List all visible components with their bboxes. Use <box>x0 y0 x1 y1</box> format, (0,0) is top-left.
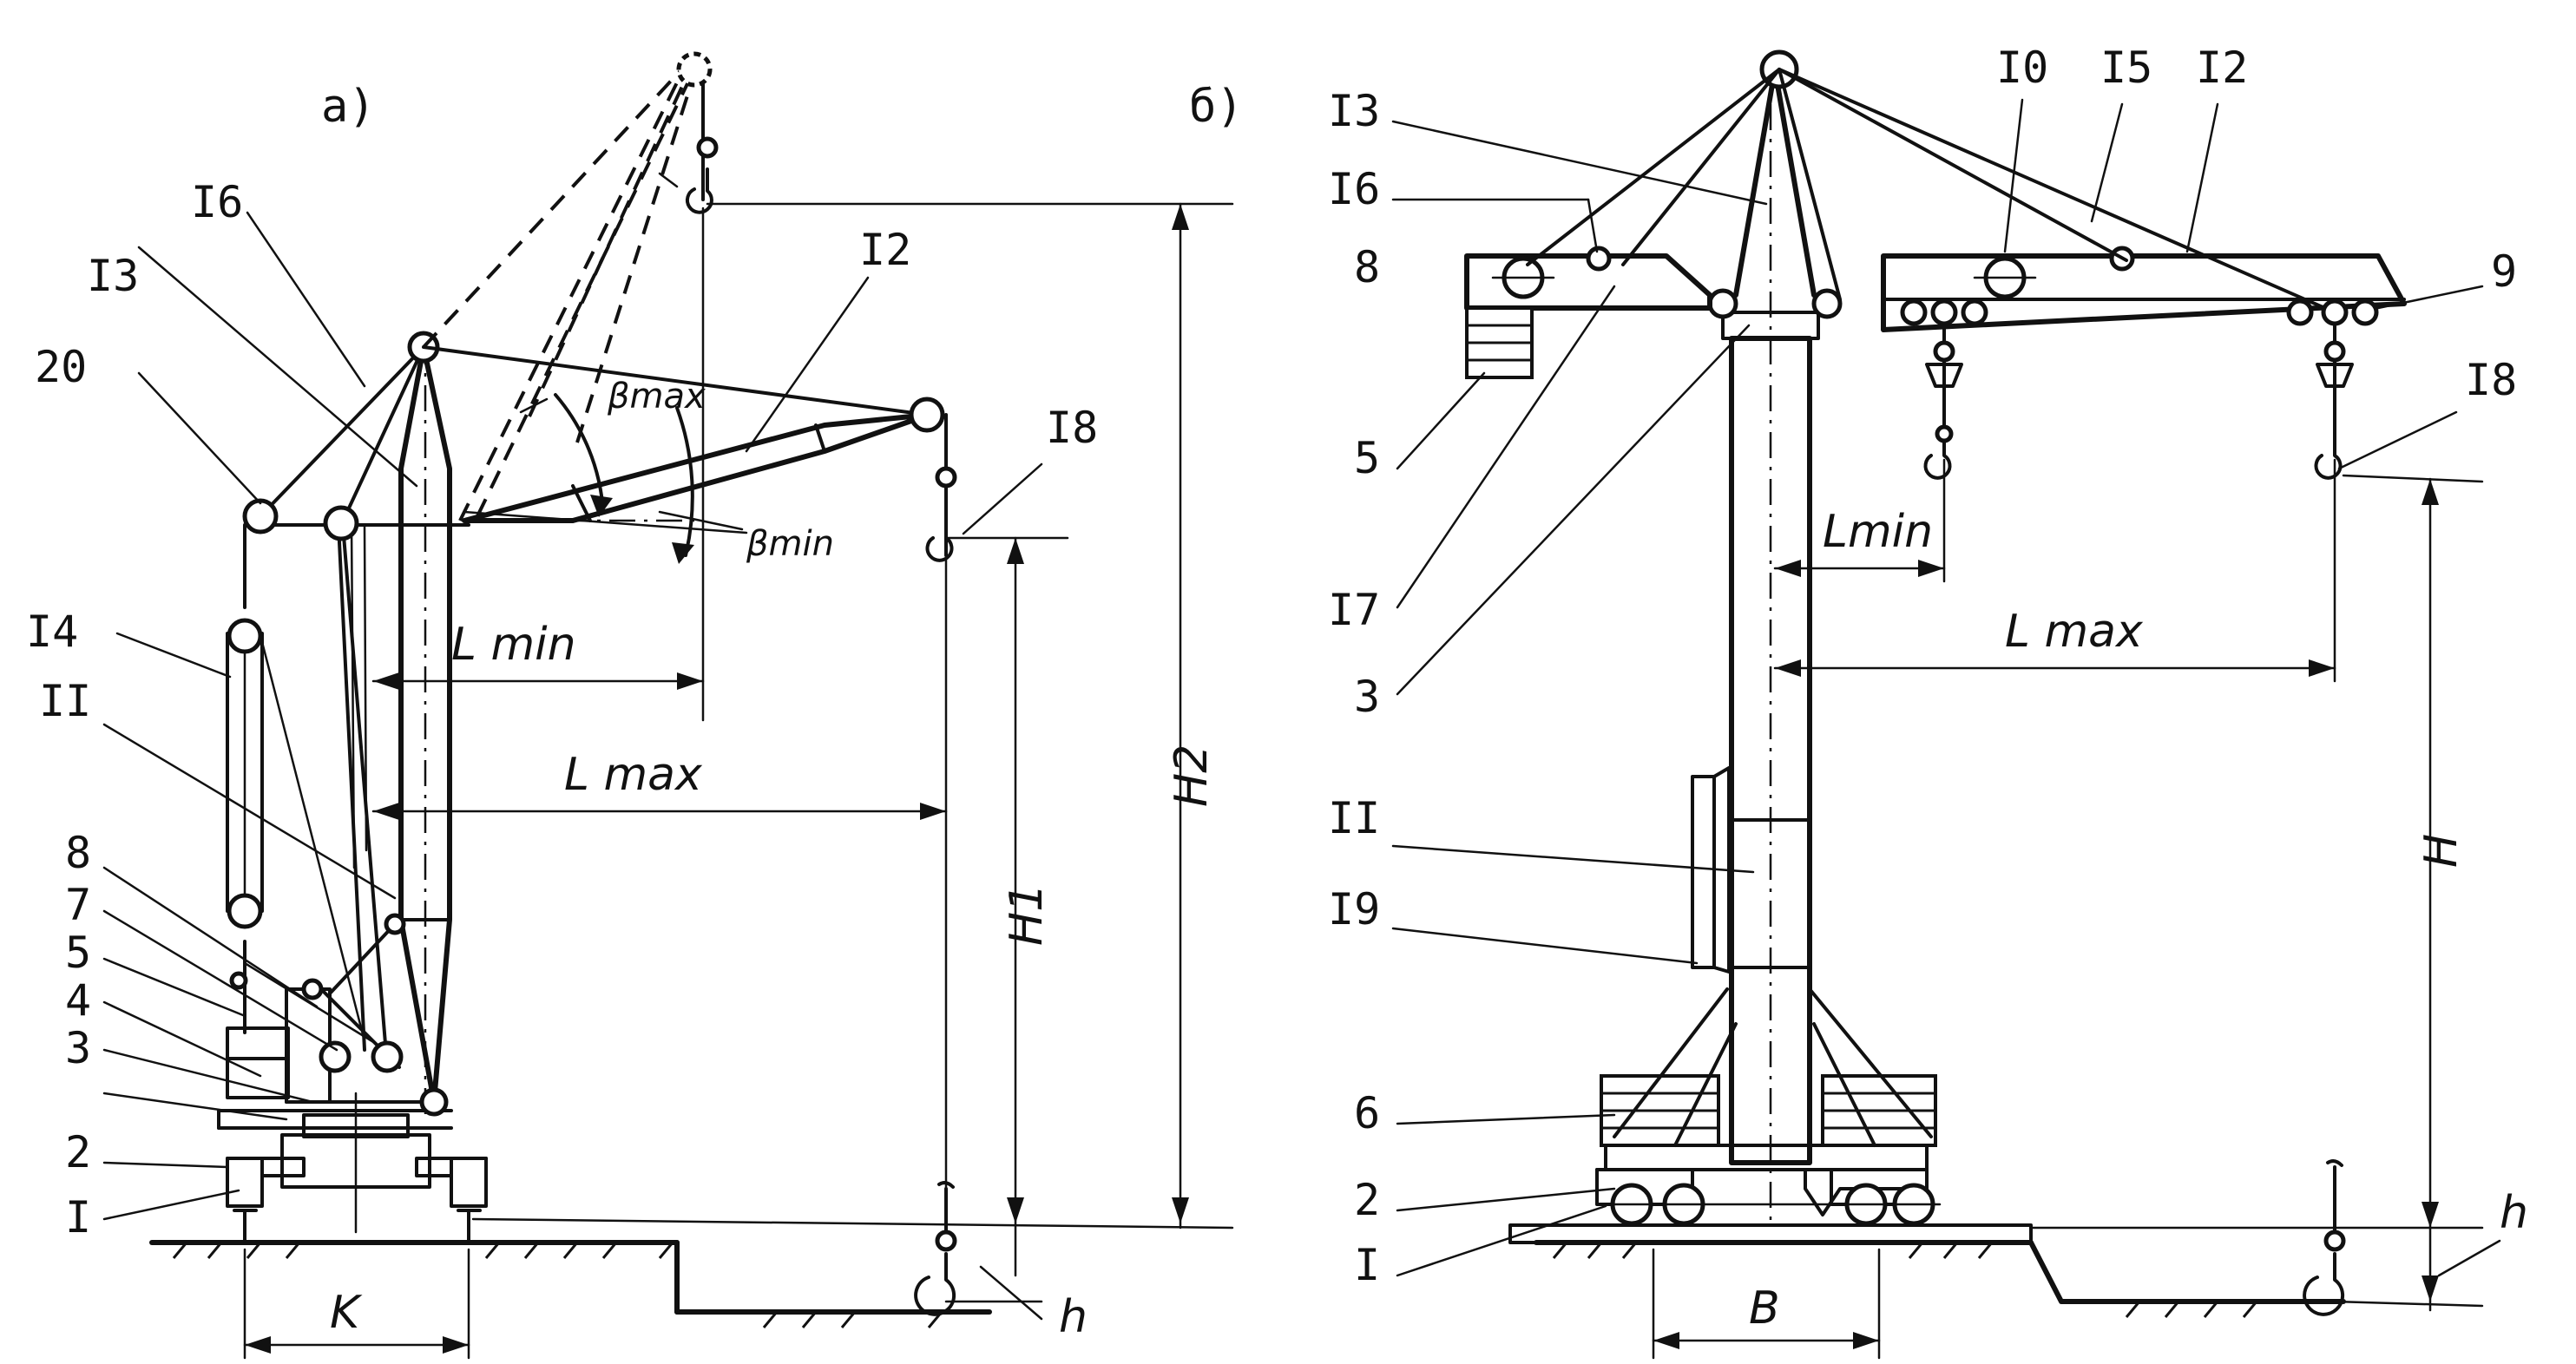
label-b-9: 9 <box>2491 246 2517 297</box>
part-labels-b: I3 I6 8 5 I7 3 I0 I5 I2 9 I8 II I9 6 2 I <box>1328 43 2517 1290</box>
panel-b-label: б) <box>1189 81 1244 133</box>
tower-b <box>1691 104 1820 1223</box>
label-a-20: 20 <box>35 342 87 392</box>
label-a-5: 5 <box>65 928 91 978</box>
dim-a-h: h <box>1059 1291 1088 1343</box>
dim-a-lmin: L min <box>451 619 576 671</box>
label-a-12: I2 <box>859 225 911 275</box>
leaders-a <box>102 211 1043 1221</box>
dimension-labels-b: Lmin L max H h B <box>1749 506 2528 1334</box>
label-b-12: I2 <box>2196 43 2248 93</box>
tower-head-b <box>1707 49 1843 319</box>
ground-b <box>1508 1223 2346 1318</box>
label-a-8: 8 <box>65 828 91 878</box>
label-a-11: II <box>39 676 91 726</box>
label-b-11: II <box>1328 793 1380 843</box>
lower-hook-a <box>914 1181 957 1316</box>
dim-a-h1: H1 <box>1001 883 1053 946</box>
ballast-b <box>1600 987 1937 1147</box>
counter-jib-b <box>1464 68 1781 379</box>
label-b-2: 2 <box>1354 1175 1380 1225</box>
panel-a-crane: а) <box>26 51 1234 1360</box>
dim-b-lmin: Lmin <box>1823 506 1933 558</box>
dim-b-lmax: L max <box>2005 606 2144 658</box>
label-b-10: I0 <box>1996 43 2048 93</box>
undercarriage-b <box>1595 1144 1942 1226</box>
dimension-labels-a: L min L max H1 H2 h K βmax βmin <box>330 377 1218 1343</box>
dim-b-h: H <box>2415 834 2468 868</box>
hook-min-b <box>1923 324 1963 480</box>
label-b-15: I5 <box>2100 43 2152 93</box>
undercarriage-a <box>217 1092 488 1243</box>
ground-a <box>149 1240 992 1328</box>
label-b-16: I6 <box>1328 164 1380 214</box>
label-a-13: I3 <box>87 251 139 301</box>
label-b-5: 5 <box>1354 433 1380 483</box>
label-a-2: 2 <box>65 1127 91 1177</box>
label-b-13: I3 <box>1328 86 1380 136</box>
dimensions-a <box>243 202 1234 1360</box>
label-a-16: I6 <box>191 177 243 227</box>
leaders-b <box>1391 98 2484 1277</box>
label-a-7: 7 <box>65 880 91 930</box>
label-b-8: 8 <box>1354 242 1380 292</box>
mast-a <box>398 338 452 1119</box>
dim-a-bmax: βmax <box>607 377 706 416</box>
jib-b <box>1778 68 2407 332</box>
panel-b-crane: б) <box>1189 43 2528 1360</box>
jib-a <box>422 345 957 562</box>
dim-a-h2: H2 <box>1166 744 1218 807</box>
angle-marks-a <box>554 393 744 564</box>
label-b-1: I <box>1354 1240 1380 1290</box>
dim-b-hsmall: h <box>2500 1187 2528 1239</box>
label-a-18: I8 <box>1046 403 1098 453</box>
label-b-3: 3 <box>1354 672 1380 722</box>
label-b-18: I8 <box>2465 355 2517 405</box>
lower-hook-b <box>2303 1159 2346 1316</box>
hook-max-b <box>2314 324 2354 480</box>
label-a-14: I4 <box>26 607 78 657</box>
dim-a-bmin: βmin <box>746 524 834 564</box>
label-a-1: I <box>65 1192 91 1243</box>
label-b-6: 6 <box>1354 1088 1380 1138</box>
dimensions-b <box>1652 458 2501 1360</box>
label-a-3: 3 <box>65 1023 91 1073</box>
dim-a-lmax: L max <box>564 749 703 801</box>
part-labels-a: I6 I3 20 I4 II 8 7 5 4 3 2 I I2 I8 <box>26 177 1098 1243</box>
a-frame-a <box>243 345 470 1069</box>
label-a-4: 4 <box>65 975 91 1026</box>
label-b-19: I9 <box>1328 884 1380 934</box>
dim-a-k: K <box>330 1287 363 1339</box>
label-b-17: I7 <box>1328 585 1380 635</box>
panel-a-label: а) <box>321 81 376 133</box>
jib-raised-a <box>422 51 719 521</box>
dim-b-b: B <box>1749 1282 1780 1334</box>
